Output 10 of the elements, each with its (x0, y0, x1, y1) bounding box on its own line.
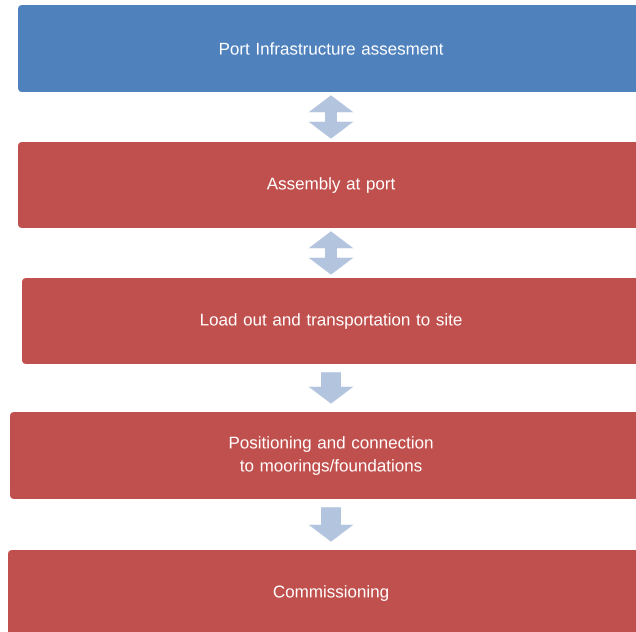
box-label: Positioning and connection to moorings/foundations (230, 436, 432, 475)
process-box (22, 278, 636, 364)
box-label: Port Infrastructure assesment (220, 42, 444, 55)
box-label: Load out and transportation to site (201, 313, 462, 329)
box-label: Assembly at port (266, 177, 396, 193)
process-box (18, 5, 636, 92)
process-box (18, 142, 636, 228)
process-box (8, 550, 636, 632)
process-box (10, 412, 636, 499)
box-label: Commissioning (274, 585, 388, 601)
